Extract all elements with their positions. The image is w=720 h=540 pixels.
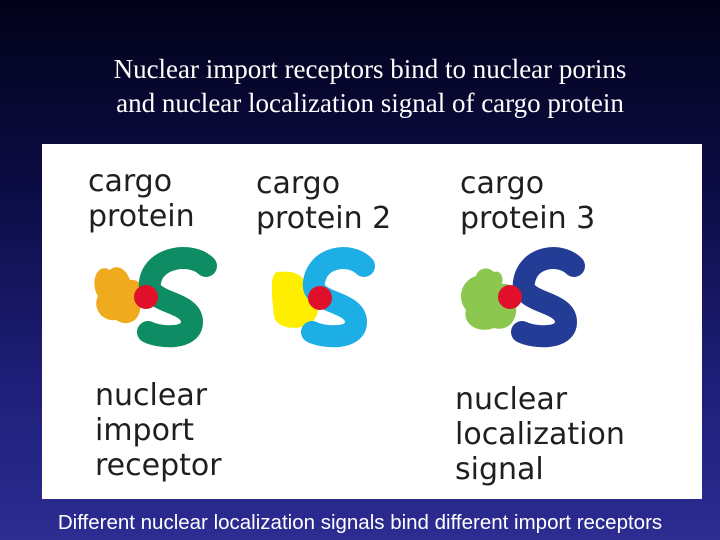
receptor-label-line-2: import xyxy=(95,413,195,448)
title-line-2: and nuclear localization signal of cargo… xyxy=(116,88,624,118)
signal-label-line-2: localization xyxy=(455,417,625,452)
title-line-1: Nuclear import receptors bind to nuclear… xyxy=(113,54,627,84)
cargo-label-3-line-1: cargo xyxy=(460,166,545,201)
receptor-label-line-3: receptor xyxy=(95,448,222,483)
diagram-panel: cargo protein cargo protein 2 cargo prot… xyxy=(42,144,702,499)
cargo-label-3-line-2: protein 3 xyxy=(460,201,596,236)
signal-label-line-1: nuclear xyxy=(455,382,568,417)
cargo-label-2-line-1: cargo xyxy=(256,166,341,201)
signal-label: nuclear localization signal xyxy=(455,382,625,487)
cargo-label-1-line-1: cargo xyxy=(88,164,173,199)
nuclear-localization-signal-2 xyxy=(308,286,332,310)
import-receptor-3-shape xyxy=(511,247,585,348)
nuclear-localization-signal-3 xyxy=(498,285,522,309)
slide-caption: Different nuclear localization signals b… xyxy=(57,511,663,534)
signal-label-line-3: signal xyxy=(455,452,544,487)
cargo-label-3: cargo protein 3 xyxy=(460,166,595,236)
cargo-label-2: cargo protein 2 xyxy=(256,166,391,236)
slide-title: Nuclear import receptors bind to nuclear… xyxy=(0,52,720,120)
cargo-protein-3-shape xyxy=(461,268,518,330)
receptor-label: nuclear import receptor xyxy=(95,378,222,483)
cargo-protein-1-shape xyxy=(94,267,144,324)
cargo-label-1-line-2: protein xyxy=(88,199,195,234)
nuclear-localization-signal-1 xyxy=(134,285,158,309)
cargo-label-1: cargo protein xyxy=(88,164,195,234)
diagram-graphic xyxy=(94,247,585,348)
import-receptor-1-shape xyxy=(137,247,217,348)
cargo-label-2-line-2: protein 2 xyxy=(256,201,392,236)
receptor-label-line-1: nuclear xyxy=(95,378,208,413)
